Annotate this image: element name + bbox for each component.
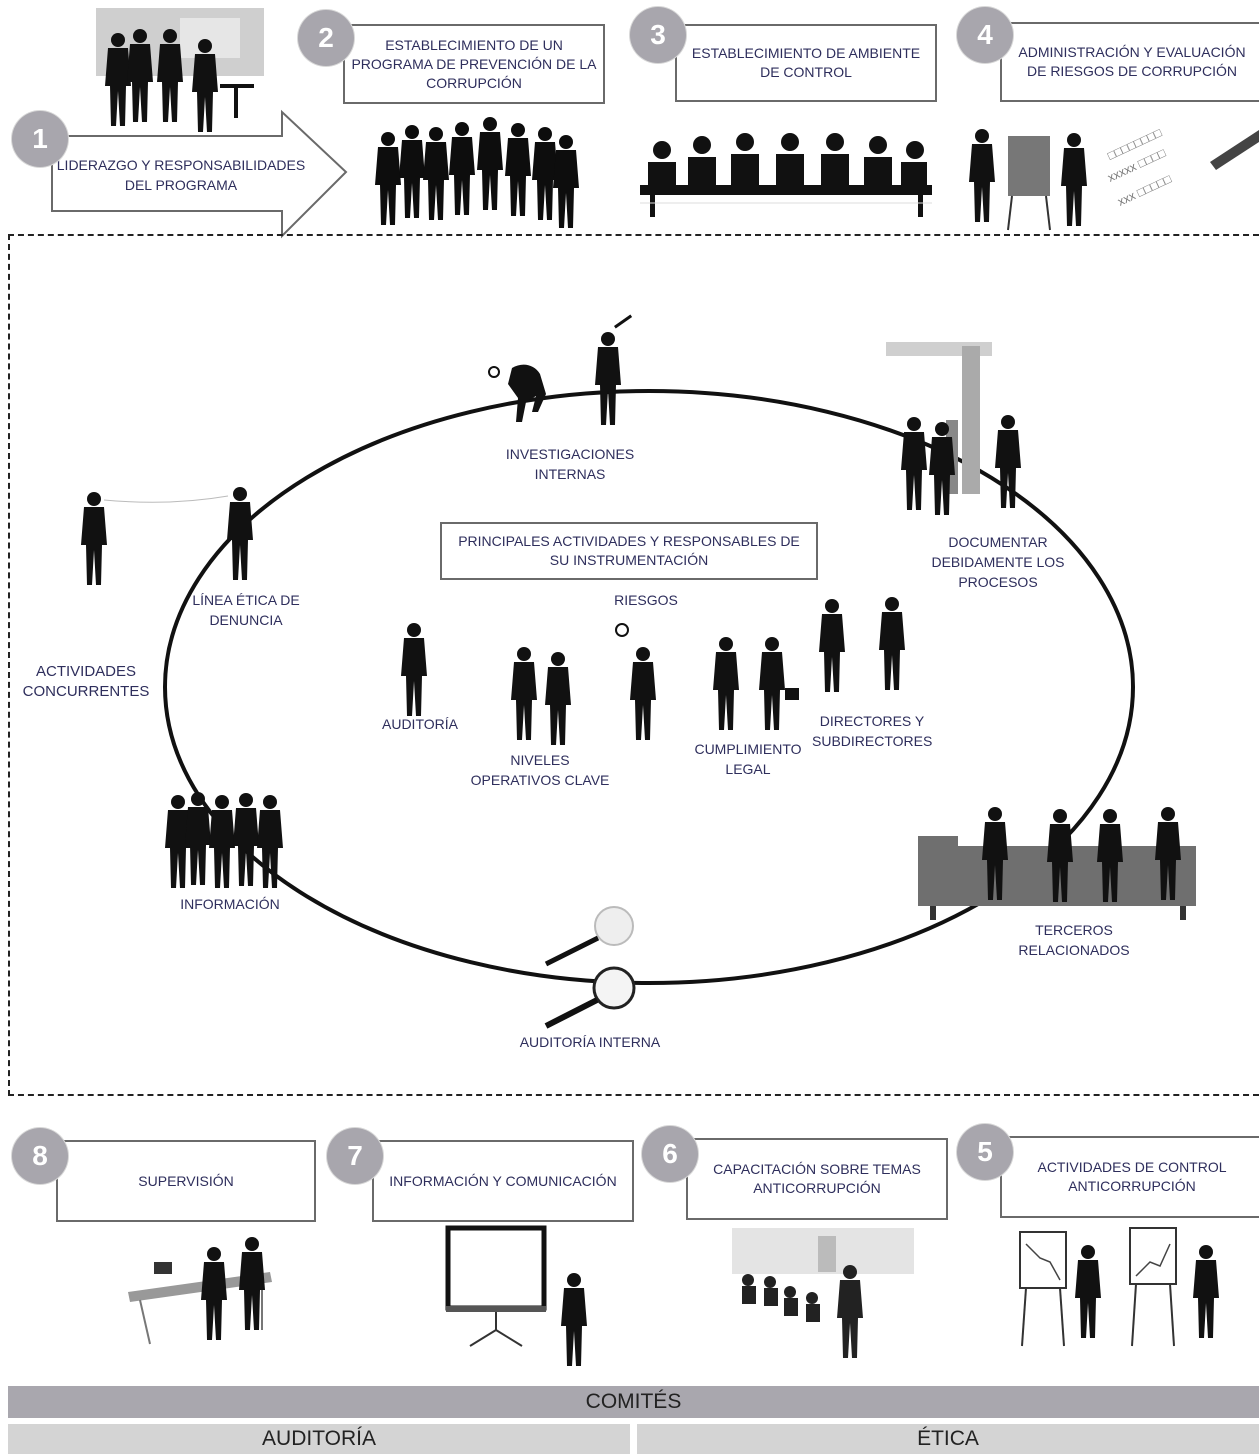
ring-item-informacion: INFORMACIÓN: [180, 896, 280, 912]
ring-item-auditoria-interna: AUDITORÍA INTERNA: [519, 1034, 661, 1050]
step-1-arrow: [51, 109, 348, 239]
step-3-label: ESTABLECIMIENTO DE AMBIENTE DE CONTROL: [691, 45, 921, 80]
concurrent-activities-region: [8, 234, 1259, 1096]
ring-item-investigaciones: INVESTIGACIONES INTERNAS: [505, 446, 635, 482]
handshake-image: [713, 637, 799, 730]
step-1-label: LIDERAZGO Y RESPONSABILIDADES DEL PROGRA…: [56, 157, 306, 193]
third-parties-image: [918, 807, 1196, 920]
step-6-box: CAPACITACIÓN SOBRE TEMAS ANTICORRUPCIÓN: [686, 1138, 948, 1220]
comite-auditoria: AUDITORÍA: [8, 1424, 630, 1454]
risk-assessment-image: □□□□□□□□ xxxxx □□□□ xxx □□□□□: [969, 126, 1259, 231]
comites-header: COMITÉS: [8, 1386, 1259, 1418]
concurrent-activities-label: ACTIVIDADES CONCURRENTES: [22, 663, 150, 700]
leadership-group-image: [375, 117, 579, 228]
step-6-badge: 6: [642, 1126, 698, 1182]
step-8-box: SUPERVISIÓN: [56, 1140, 316, 1222]
meeting-table-image: [640, 133, 932, 217]
comite-etica: ÉTICA: [637, 1424, 1259, 1454]
step-2-badge: 2: [298, 10, 354, 66]
center-title-box: PRINCIPALES ACTIVIDADES Y RESPONSABLES D…: [440, 522, 818, 580]
activities-cycle-ellipse: [163, 389, 1135, 985]
step-6-label: CAPACITACIÓN SOBRE TEMAS ANTICORRUPCIÓN: [713, 1161, 921, 1196]
step-7-badge: 7: [327, 1128, 383, 1184]
step-5-badge: 5: [957, 1124, 1013, 1180]
control-activities-image: [1019, 1227, 1219, 1347]
ring-item-documentar: DOCUMENTAR DEBIDAMENTE LOS PROCESOS: [931, 534, 1065, 590]
magnifier-icon: [544, 906, 636, 1029]
step-8-label: SUPERVISIÓN: [138, 1172, 234, 1189]
inner-item-riesgos: RIESGOS: [614, 592, 678, 608]
documenting-process-image: [886, 342, 1021, 515]
leadership-office-image: [96, 8, 264, 132]
step-5-label: ACTIVIDADES DE CONTROL ANTICORRUPCIÓN: [1037, 1159, 1227, 1194]
supervision-image: [128, 1237, 272, 1345]
ring-item-linea-etica: LÍNEA ÉTICA DE DENUNCIA: [192, 592, 300, 628]
risk-person-image: [615, 623, 656, 740]
step-7-box: INFORMACIÓN Y COMUNICACIÓN: [372, 1140, 634, 1222]
step-2-label: ESTABLECIMIENTO DE UN PROGRAMA DE PREVEN…: [351, 36, 597, 91]
inner-item-auditoria: AUDITORÍA: [382, 716, 458, 732]
ring-item-terceros: TERCEROS RELACIONADOS: [1018, 922, 1130, 958]
step-5-box: ACTIVIDADES DE CONTROL ANTICORRUPCIÓN: [1000, 1136, 1259, 1218]
inner-item-directores: DIRECTORES Y SUBDIRECTORES: [812, 713, 933, 749]
investigators-image: [488, 314, 633, 425]
step-2-box: ESTABLECIMIENTO DE UN PROGRAMA DE PREVEN…: [343, 24, 605, 104]
inner-item-cumplimiento: CUMPLIMIENTO LEGAL: [694, 741, 802, 777]
training-classroom-image: [732, 1228, 914, 1358]
step-3-box: ESTABLECIMIENTO DE AMBIENTE DE CONTROL: [675, 24, 937, 102]
step-3-badge: 3: [630, 7, 686, 63]
ethics-hotline-image: [81, 487, 253, 585]
step-8-badge: 8: [12, 1128, 68, 1184]
step-4-label: ADMINISTRACIÓN Y EVALUACIÓN DE RIESGOS D…: [1018, 44, 1246, 79]
center-title: PRINCIPALES ACTIVIDADES Y RESPONSABLES D…: [458, 533, 800, 568]
presentation-screen-image: [445, 1225, 587, 1366]
step-1-badge: 1: [12, 111, 68, 167]
step-4-badge: 4: [957, 7, 1013, 63]
step-7-label: INFORMACIÓN Y COMUNICACIÓN: [389, 1172, 617, 1189]
step-4-box: ADMINISTRACIÓN Y EVALUACIÓN DE RIESGOS D…: [1000, 22, 1259, 102]
inner-item-niveles: NIVELES OPERATIVOS CLAVE: [470, 752, 610, 788]
